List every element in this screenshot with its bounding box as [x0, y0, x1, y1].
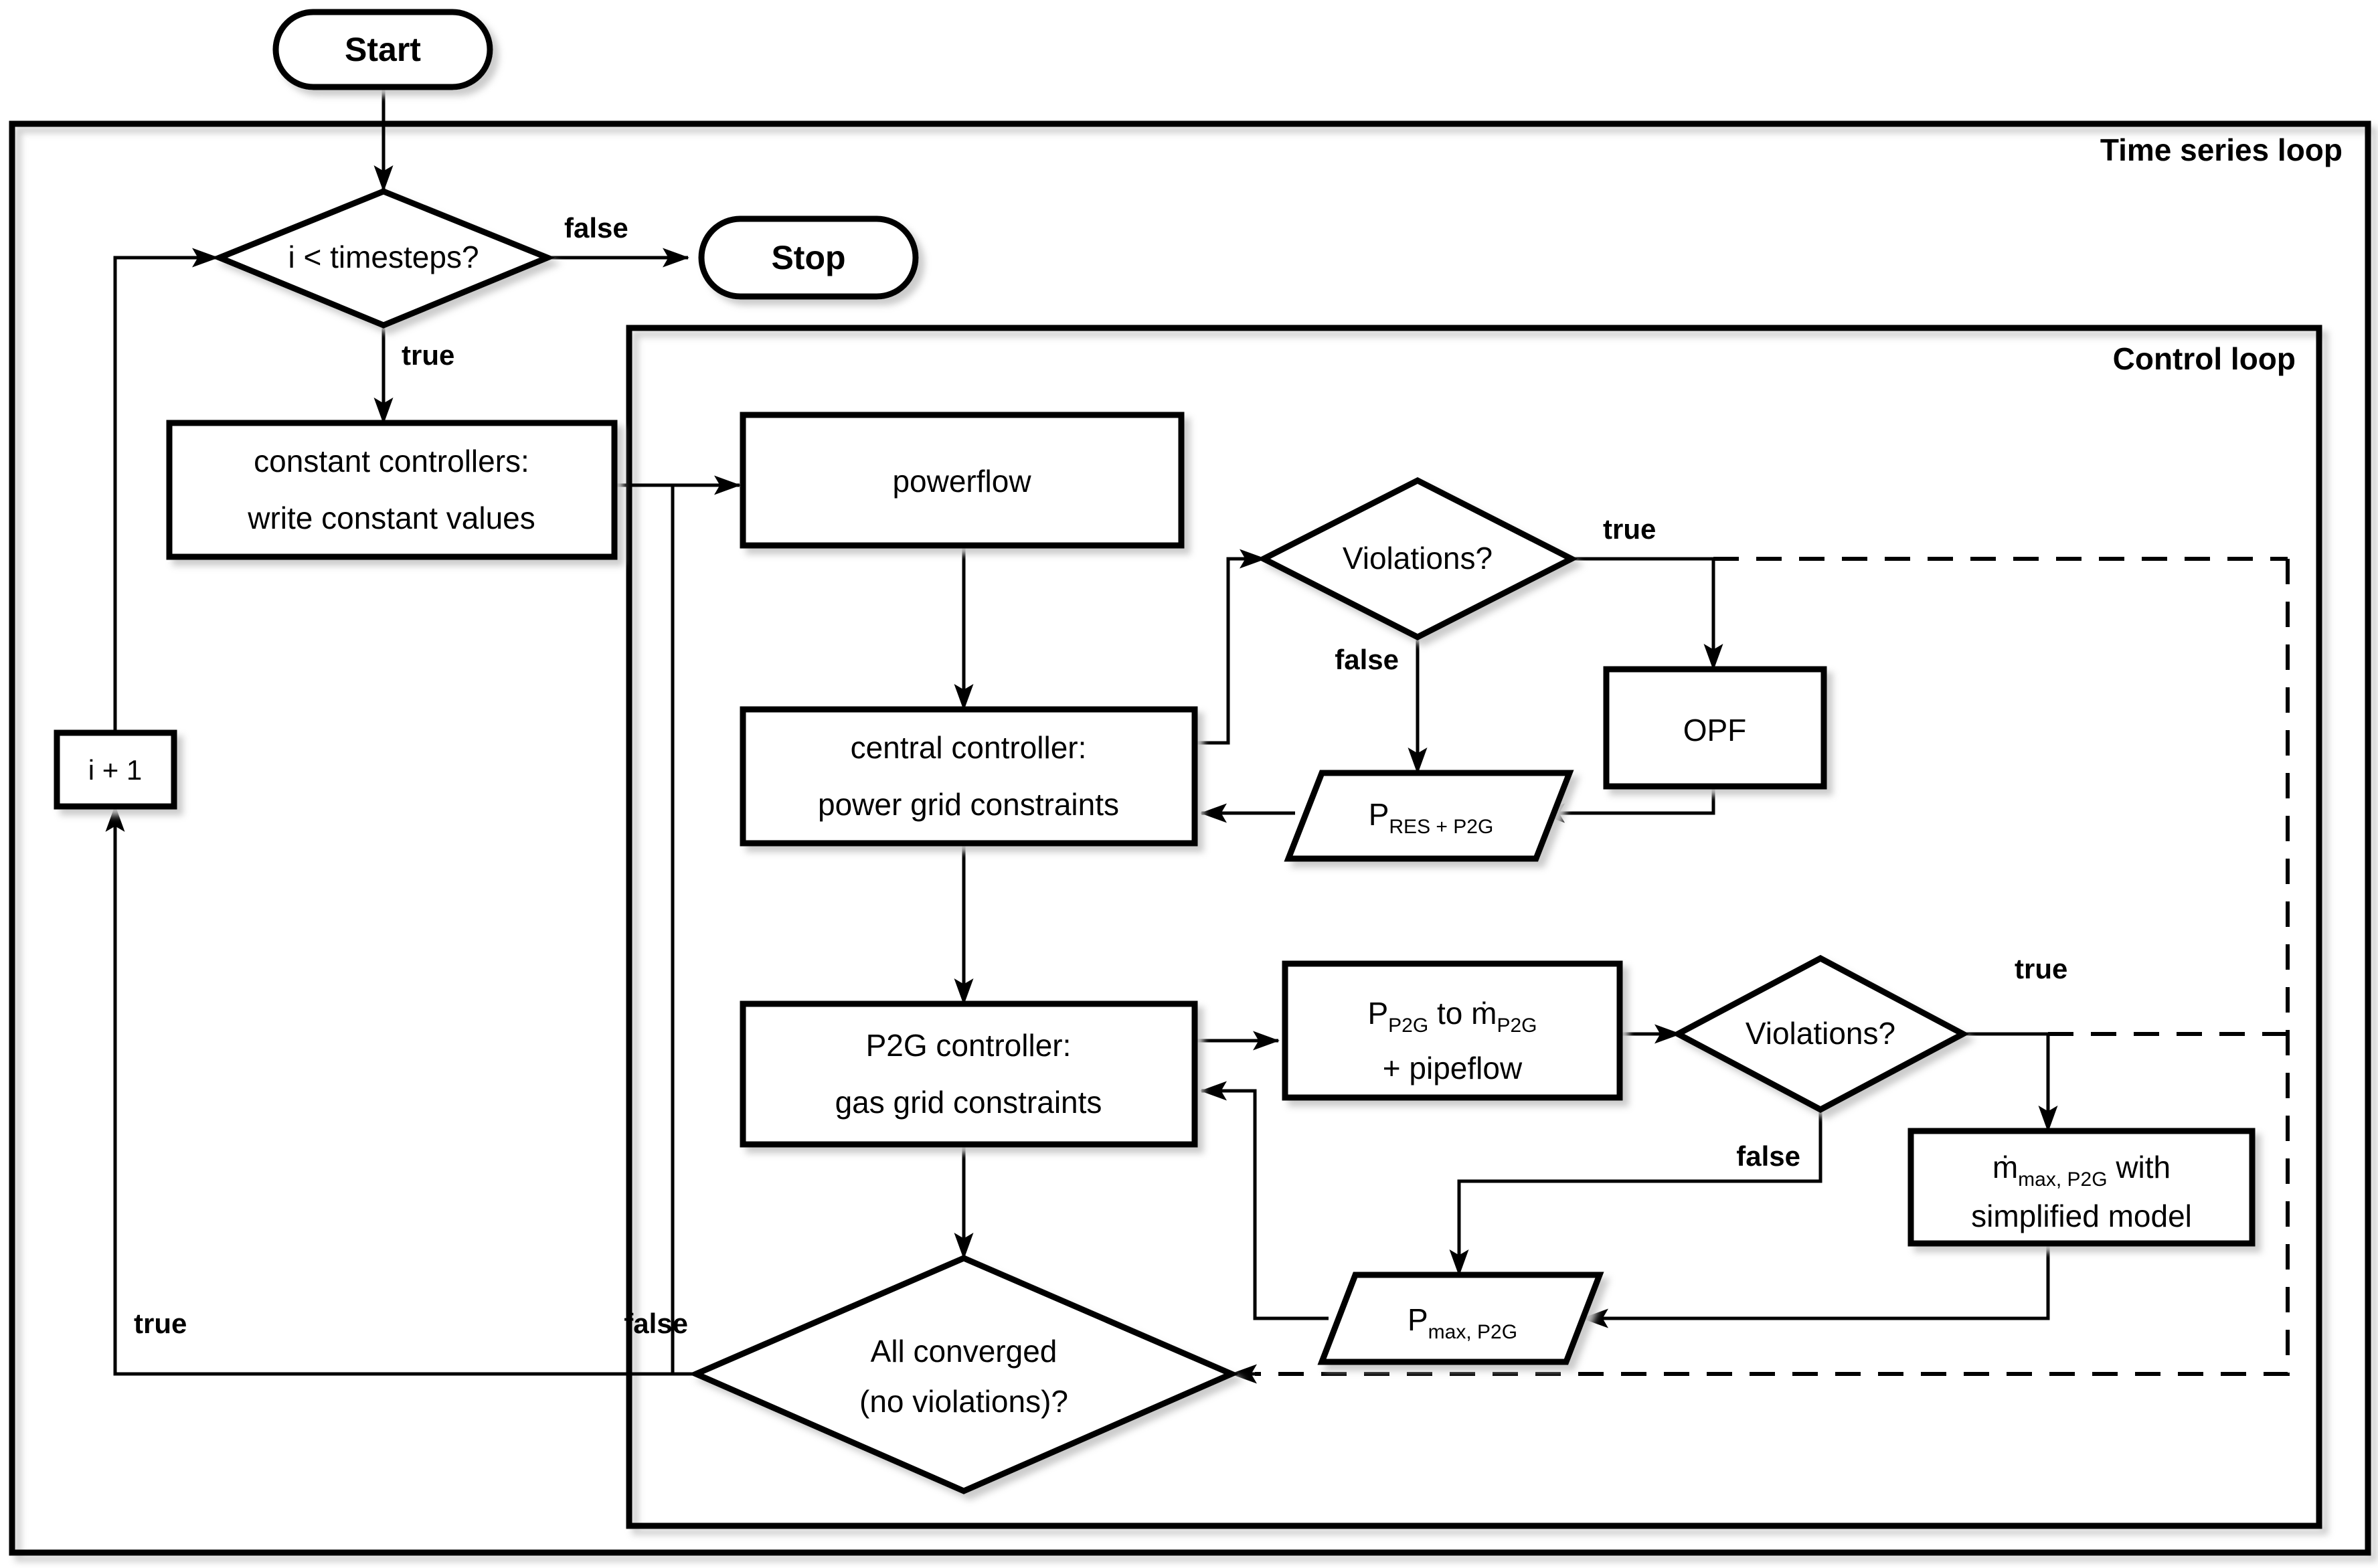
edge-increment-to-check — [113, 248, 220, 733]
p-res-p2g-sub: RES + P2G — [1389, 816, 1493, 838]
label-violations-gas-false: false — [1736, 1140, 1800, 1172]
edge-right-dashed-rail — [1255, 559, 2290, 1376]
node-violations-power: Violations? — [1257, 476, 1578, 641]
node-start: Start — [272, 9, 493, 90]
edge-pmax-to-p2g-controller — [1199, 1081, 1329, 1320]
central-controller-line2: power grid constraints — [818, 787, 1119, 822]
p-max-p2g-label: Pmax, P2G — [1408, 1302, 1517, 1343]
all-converged-line1: All converged — [871, 1334, 1057, 1369]
p2g-to-mdot-sub2: P2G — [1497, 1015, 1537, 1037]
label-timesteps-true: true — [402, 339, 454, 371]
p-max-p2g-base: P — [1408, 1302, 1428, 1337]
constant-controllers-line2: write constant values — [247, 501, 535, 535]
node-p2g-controller: P2G controller: gas grid constraints — [740, 1000, 1198, 1148]
edge-converged-true-to-increment — [105, 804, 740, 1376]
p2g-to-mdot-base1: P — [1367, 996, 1388, 1031]
p2g-to-mdot-mid: to — [1428, 996, 1471, 1031]
all-converged-line2: (no violations)? — [859, 1384, 1068, 1419]
edge-opf-to-pres — [1559, 786, 1715, 815]
label-timesteps-false: false — [564, 212, 628, 244]
node-opf: OPF — [1603, 666, 1827, 790]
node-p2g-to-mdot: PP2G to ṁP2G + pipeflow — [1282, 960, 1623, 1101]
check-timesteps-label: i < timesteps? — [288, 240, 479, 274]
mdot-max-sub: max, P2G — [2018, 1168, 2107, 1191]
powerflow-label: powerflow — [892, 464, 1031, 499]
label-violations-power-true: true — [1603, 513, 1656, 545]
violations-power-label: Violations? — [1343, 541, 1493, 576]
start-label: Start — [345, 31, 421, 68]
container-time-series-loop: Time series loop — [9, 120, 2371, 1556]
edge-mdot-to-pmax — [1603, 1241, 2050, 1320]
mdot-max-line2: simplified model — [1971, 1199, 2192, 1233]
node-constant-controllers: constant controllers: write constant val… — [166, 420, 618, 560]
stop-label: Stop — [771, 239, 845, 276]
p2g-to-mdot-line1: PP2G to ṁP2G — [1367, 996, 1537, 1037]
node-p-res-p2g: PRES + P2G — [1284, 770, 1574, 862]
label-converged-true: true — [134, 1308, 187, 1339]
constant-controllers-line1: constant controllers: — [254, 444, 529, 478]
increment-label: i + 1 — [88, 754, 143, 786]
node-mdot-max-simplified: ṁmax, P2G with simplified model — [1907, 1128, 2256, 1247]
label-violations-gas-true: true — [2015, 953, 2067, 984]
mdot-max-base: ṁ — [1992, 1150, 2018, 1185]
violations-gas-label: Violations? — [1746, 1016, 1895, 1051]
mdot-max-with: with — [2108, 1150, 2171, 1185]
edge-central-to-violations-power — [1191, 549, 1267, 745]
time-series-loop-label: Time series loop — [2100, 133, 2343, 167]
p-res-p2g-label: PRES + P2G — [1369, 797, 1494, 838]
mdot-max-line1: ṁmax, P2G with — [1992, 1150, 2171, 1191]
container-control-loop: Control loop — [626, 325, 2322, 1529]
node-increment: i + 1 — [54, 729, 177, 810]
central-controller-line1: central controller: — [851, 730, 1087, 765]
node-all-converged: All converged (no violations)? — [688, 1255, 1240, 1494]
p-res-p2g-base: P — [1369, 797, 1389, 832]
node-central-controller: central controller: power grid constrain… — [740, 706, 1198, 847]
control-loop-label: Control loop — [2113, 341, 2296, 376]
p2g-to-mdot-base2: ṁ — [1471, 996, 1497, 1031]
p2g-controller-line2: gas grid constraints — [835, 1085, 1102, 1120]
node-check-timesteps: i < timesteps? — [211, 188, 556, 329]
opf-label: OPF — [1683, 713, 1747, 748]
node-powerflow: powerflow — [740, 412, 1185, 549]
edge-violations-gas-false-to-pmax — [1449, 1108, 1822, 1277]
node-stop: Stop — [698, 215, 919, 300]
p2g-to-mdot-line2: + pipeflow — [1383, 1051, 1523, 1085]
node-violations-gas: Violations? — [1671, 954, 1970, 1114]
p2g-controller-line1: P2G controller: — [866, 1028, 1072, 1063]
label-converged-false: false — [624, 1308, 688, 1339]
p2g-to-mdot-sub1: P2G — [1388, 1015, 1428, 1037]
label-violations-power-false: false — [1335, 644, 1399, 675]
p-max-p2g-sub: max, P2G — [1428, 1321, 1517, 1343]
edge-labels: false true true false true false false t… — [134, 212, 2067, 1339]
node-p-max-p2g: Pmax, P2G — [1317, 1272, 1604, 1365]
